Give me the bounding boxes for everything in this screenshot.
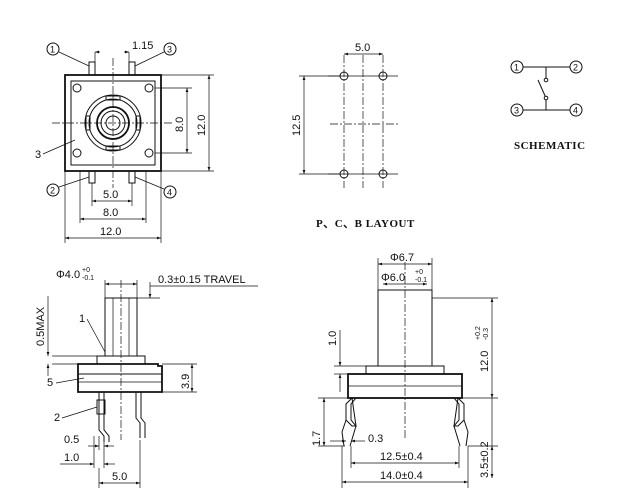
dim-max-height: 0.5MAX [35,306,47,346]
tol-upper: +0.2 [475,326,482,340]
dim-side-body-height: 3.9 [180,374,192,389]
schematic-pin-1: 1 [514,63,519,73]
switch-contact [537,79,547,99]
part-label-2: 2 [54,412,60,424]
part-label-5: 5 [47,377,53,389]
pin-3-top [128,61,136,76]
pin-number-3: 3 [167,45,172,55]
pin-number-1: 1 [50,45,55,55]
part-label-3: 3 [35,149,41,161]
dim-pcb-horizontal: 5.0 [355,42,370,54]
tol-lower: -0.3 [483,328,490,340]
dim-pcb-vertical: 12.5 [291,115,303,136]
dim-leg-thickness: 0.3 [368,433,383,445]
dim-actuator-diameter: Φ4.0 [56,269,80,281]
pin-number-2: 2 [50,186,55,196]
dim-cap-outer-diameter: Φ6.7 [390,252,414,264]
dim-pin-width: 0.5 [64,434,79,446]
dim-body-width: 12.0 [100,226,121,238]
tol-upper: +0 [82,267,90,274]
pin-1-top [88,61,96,76]
pin-4-top [128,170,136,184]
schematic-pin-4: 4 [573,106,578,116]
schematic: 1 2 3 4 SCHEMATIC [510,60,586,152]
dim-leg-height: 1.7 [311,431,323,446]
dim-body-height: 12.0 [196,115,208,136]
schematic-heading: SCHEMATIC [514,140,586,152]
schematic-pin-2: 2 [573,63,578,73]
pcb-hole [378,71,388,81]
pcb-layout-heading: P、C、B LAYOUT [316,218,415,230]
pin-number-4: 4 [167,188,172,198]
side-view-left: Φ4.0 +0 -0.1 0.3±0.15 TRAVEL 0.5MAX 3.9 … [35,267,258,488]
dim-cap-inner-diameter: Φ6.0 [381,272,405,284]
pcb-layout: 5.0 12.5 P、C、B LAYOUT [291,42,415,230]
pcb-hole [378,169,388,179]
dim-leg-spacing: 12.5±0.4 [380,451,423,463]
tol-upper: +0 [415,269,423,276]
switch-body-side [77,363,163,393]
dim-leg-length: 3.5±0.2 [479,441,491,478]
part-label-1: 1 [79,313,85,325]
side-view-right: Φ6.7 Φ6.0 +0 -0.1 12.0 +0.2 -0.3 1.0 1.7… [311,252,498,488]
dim-pin-pitch: 1.15 [132,40,153,52]
dim-pin-spacing: 5.0 [112,471,127,483]
dim-pin-offset: 1.0 [64,452,79,464]
dim-step-height: 1.0 [327,331,339,346]
schematic-pin-3: 3 [514,106,519,116]
dim-inner-height: 8.0 [174,117,186,132]
dim-travel: 0.3±0.15 TRAVEL [158,274,246,286]
dim-overall-width: 14.0±0.4 [380,470,423,482]
dim-outer-width: 8.0 [103,207,118,219]
dim-total-height: 12.0 [479,351,491,372]
top-view: 1.15 1 3 2 4 3 5.0 8.0 12.0 8 [35,40,214,243]
pin-2-top [88,170,96,184]
dim-inner-pin-spacing: 5.0 [103,189,118,201]
tol-lower: -0.1 [82,275,94,282]
tol-lower: -0.1 [415,277,427,284]
